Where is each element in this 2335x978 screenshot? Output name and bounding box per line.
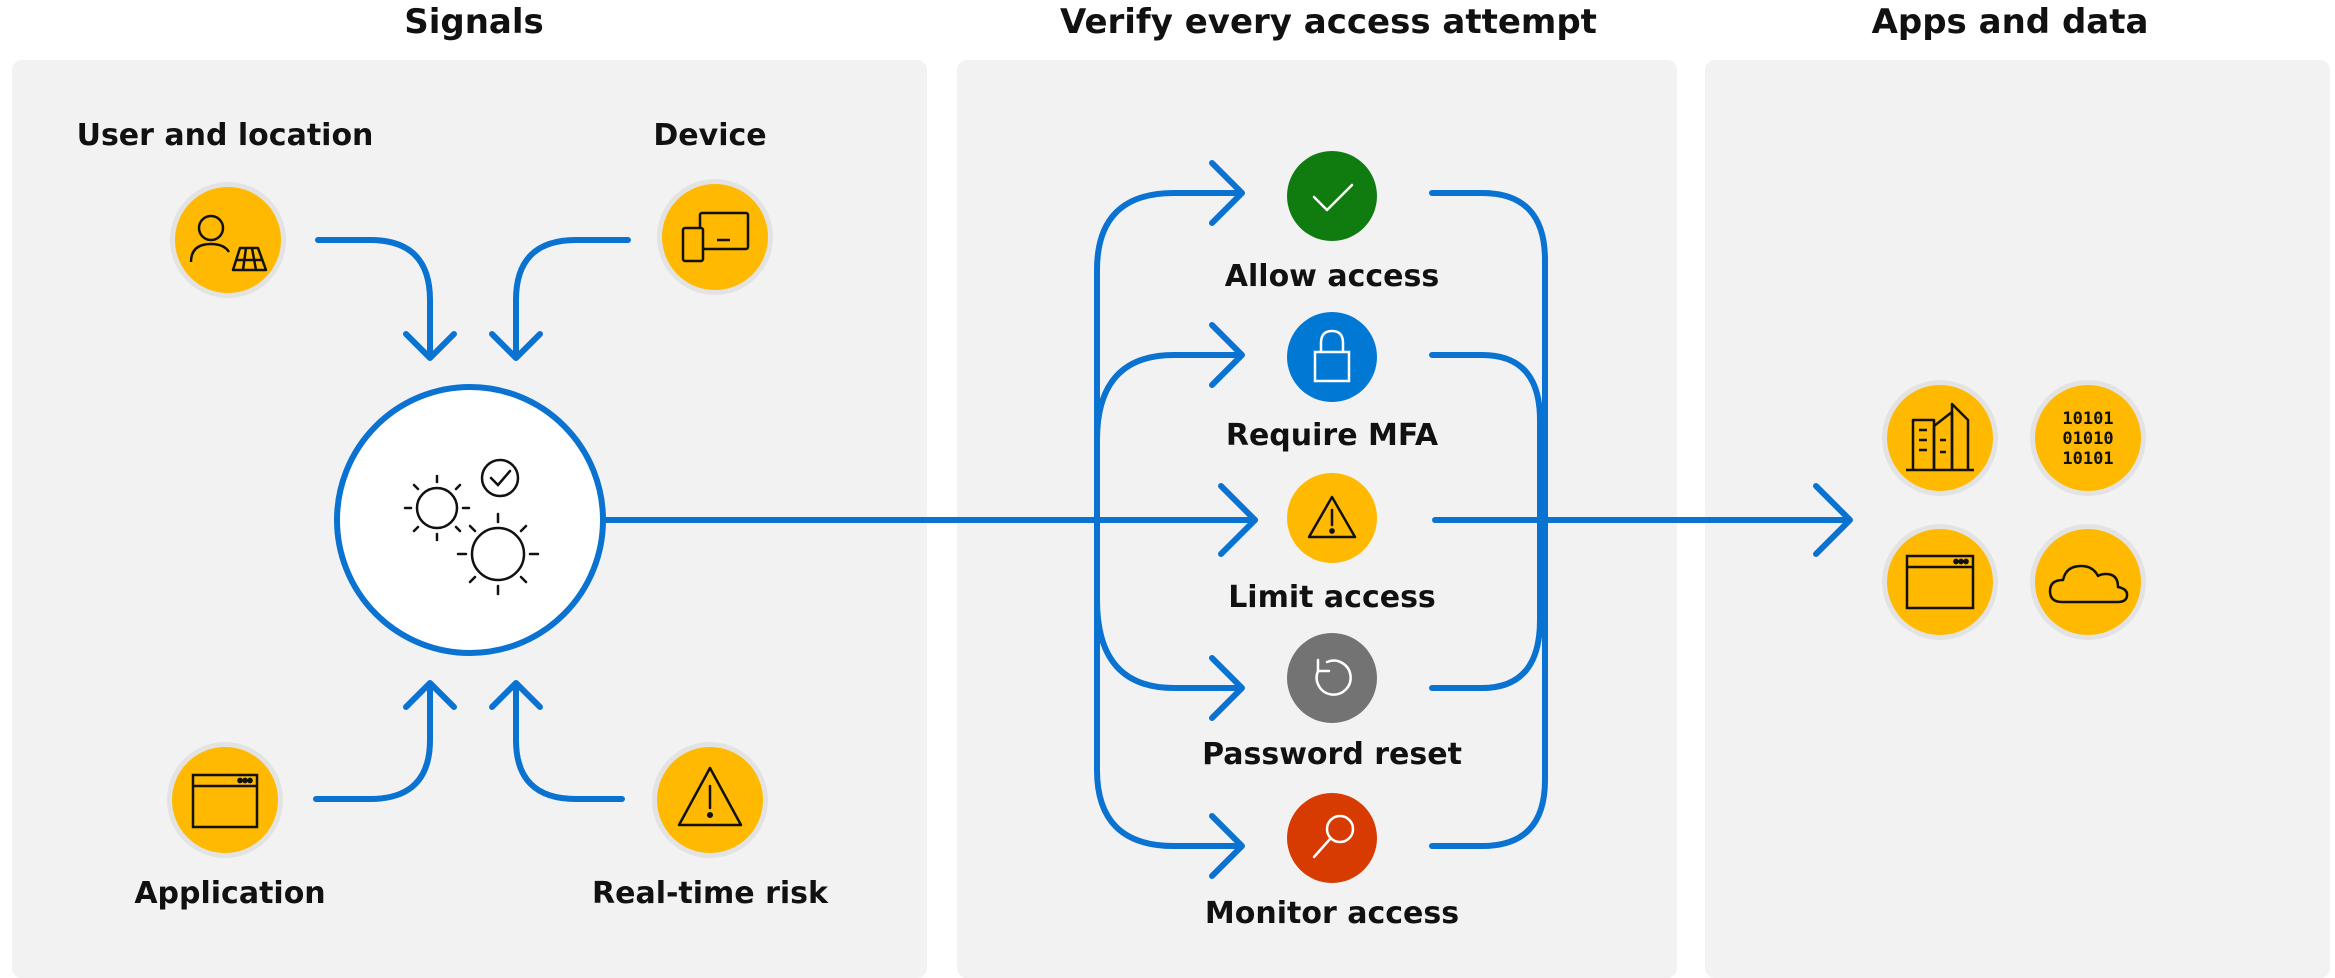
- label-password-reset: Password reset: [1202, 737, 1462, 772]
- arrowhead-risk: [489, 680, 543, 710]
- label-realtime-risk: Real-time risk: [592, 876, 828, 911]
- label-monitor-access: Monitor access: [1204, 896, 1460, 931]
- refresh-icon: [1315, 658, 1352, 696]
- decision-allow: [1287, 151, 1377, 241]
- flow-app-to-engine: [313, 682, 433, 802]
- arrowhead-apps: [1813, 483, 1853, 557]
- decision-password: [1287, 633, 1377, 723]
- app-window: [1882, 524, 1998, 640]
- branch-allow: [1094, 190, 1243, 523]
- checkmark-icon: [1312, 183, 1354, 212]
- arrowhead-password: [1209, 655, 1245, 721]
- device-signal: [657, 179, 773, 295]
- label-application: Application: [134, 876, 326, 911]
- decision-mfa: [1287, 312, 1377, 402]
- label-limit-access: Limit access: [1228, 580, 1436, 615]
- section-title-verify: Verify every access attempt: [1060, 2, 1597, 42]
- branch-mfa: [1094, 352, 1243, 443]
- flow-device-to-engine: [513, 237, 631, 359]
- app-binary: 10101 01010 10101: [2030, 380, 2146, 496]
- building-icon: [1906, 402, 1974, 472]
- arrowhead-monitor: [1209, 813, 1245, 879]
- lock-icon: [1313, 329, 1351, 383]
- section-title-apps: Apps and data: [1871, 2, 2149, 42]
- app-building: [1882, 380, 1998, 496]
- main-flow: [600, 160, 1853, 879]
- user-location-signal: [170, 182, 286, 298]
- gears-check-icon: [403, 458, 540, 596]
- devices-icon: [681, 211, 750, 263]
- label-device: Device: [653, 118, 767, 153]
- branch-monitor: [1094, 517, 1243, 849]
- realtime-risk-signal: [652, 742, 768, 858]
- magnifier-icon: [1312, 814, 1355, 859]
- arrowhead-limit: [1218, 483, 1258, 557]
- arrowhead-device: [489, 331, 543, 361]
- arrowhead-mfa: [1209, 322, 1245, 388]
- warning-icon: [1307, 495, 1357, 539]
- label-user-location: User and location: [76, 118, 374, 153]
- decision-monitor: [1287, 793, 1377, 883]
- flow-user-to-engine: [315, 237, 433, 359]
- arrowhead-user: [403, 331, 457, 361]
- decision-limit: [1287, 473, 1377, 563]
- arrowhead-allow: [1209, 160, 1245, 226]
- label-allow-access: Allow access: [1224, 259, 1440, 294]
- user-location-icon: [189, 214, 268, 272]
- flow-risk-to-engine: [513, 682, 625, 802]
- svg-text:10101: 10101: [2062, 449, 2113, 469]
- application-signal: [167, 742, 283, 858]
- app-window-icon: [1905, 554, 1975, 610]
- warning-icon: [677, 766, 743, 827]
- app-cloud: [2030, 524, 2146, 640]
- policy-engine: [334, 384, 606, 656]
- signal-flow-arrows: [313, 237, 631, 802]
- svg-text:10101: 10101: [2062, 409, 2113, 429]
- label-require-mfa: Require MFA: [1225, 418, 1439, 453]
- binary-data-icon: 10101 01010 10101: [2062, 409, 2113, 469]
- arrowhead-app: [403, 680, 457, 710]
- app-window-icon: [191, 773, 259, 829]
- section-title-signals: Signals: [404, 2, 544, 42]
- svg-text:01010: 01010: [2062, 429, 2113, 449]
- cloud-icon: [2048, 564, 2129, 604]
